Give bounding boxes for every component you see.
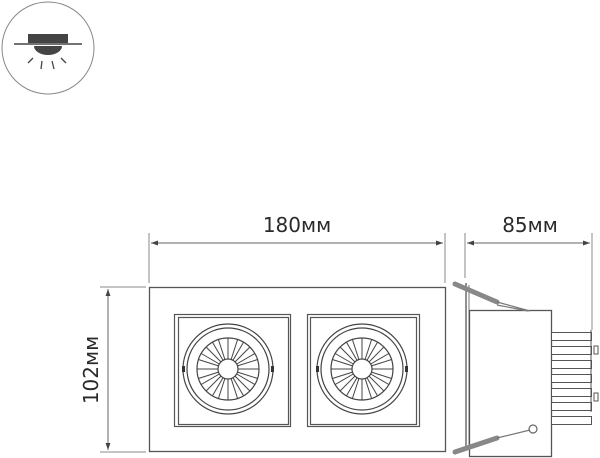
right-spotlight-module (306, 313, 421, 428)
ceiling-recessed-light-icon (1, 1, 95, 95)
depth-label: 85мм (502, 213, 558, 237)
height-dimension: 102мм (79, 286, 146, 453)
side-view (452, 281, 599, 458)
front-view (148, 286, 447, 453)
width-label: 180мм (263, 213, 331, 237)
depth-dimension: 85мм (464, 213, 593, 330)
width-dimension: 180мм (148, 213, 446, 283)
left-spotlight-module (173, 313, 292, 428)
height-label: 102мм (79, 336, 103, 404)
